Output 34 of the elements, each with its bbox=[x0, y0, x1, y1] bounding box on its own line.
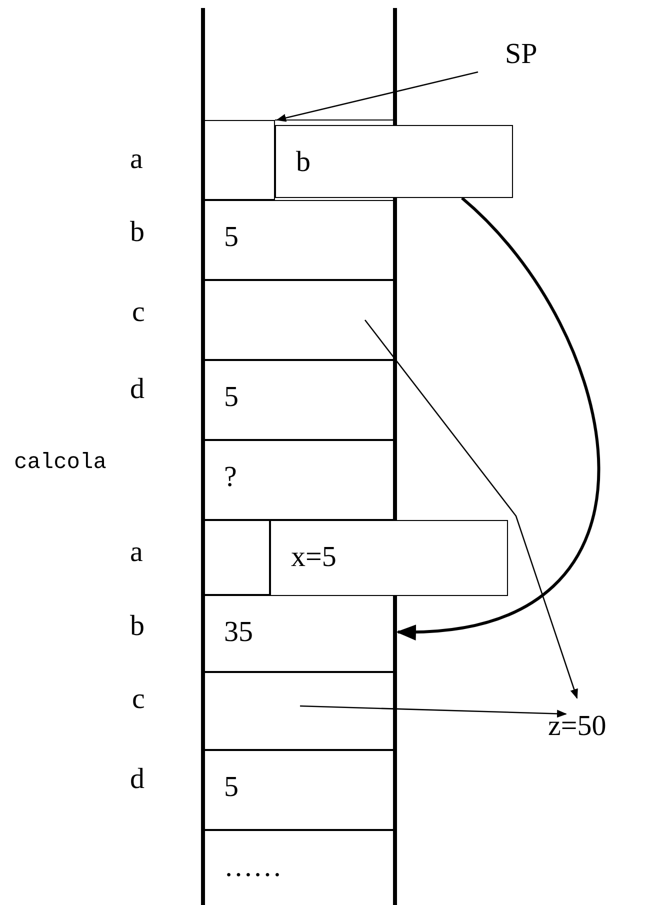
cell-value: 5 bbox=[224, 383, 238, 412]
arrow bbox=[396, 196, 600, 639]
cell-value: b bbox=[296, 148, 310, 177]
stack-cell bbox=[203, 440, 395, 520]
cell-value: 5 bbox=[224, 223, 238, 252]
row-label: c bbox=[132, 298, 145, 327]
row-label: a bbox=[130, 145, 143, 174]
stack-cell bbox=[203, 595, 395, 672]
row-label: d bbox=[130, 765, 144, 794]
row-label: a bbox=[130, 538, 143, 567]
value-box bbox=[270, 520, 508, 596]
arrow bbox=[364, 320, 578, 699]
cell-value: 35 bbox=[224, 618, 253, 647]
stack-cell bbox=[203, 750, 395, 830]
arrow bbox=[300, 705, 567, 718]
cell-value: …… bbox=[224, 853, 282, 882]
stack-cell bbox=[203, 280, 395, 360]
arrow bbox=[276, 71, 478, 122]
value-box bbox=[275, 125, 513, 198]
stack-cell bbox=[203, 672, 395, 750]
cell-value: 5 bbox=[224, 773, 238, 802]
row-label: b bbox=[130, 218, 144, 247]
cell-value: ? bbox=[224, 463, 237, 492]
stack-cell bbox=[203, 520, 270, 595]
row-label: c bbox=[132, 685, 145, 714]
value-label: z=50 bbox=[548, 712, 606, 741]
stack-cell bbox=[203, 360, 395, 440]
row-label: b bbox=[130, 612, 144, 641]
pointer-label: SP bbox=[505, 40, 538, 69]
stack-cell bbox=[203, 200, 395, 280]
stack-cell bbox=[203, 120, 275, 200]
cell-value: x=5 bbox=[291, 543, 336, 572]
frame-label: calcola bbox=[14, 452, 106, 474]
row-label: d bbox=[130, 375, 144, 404]
